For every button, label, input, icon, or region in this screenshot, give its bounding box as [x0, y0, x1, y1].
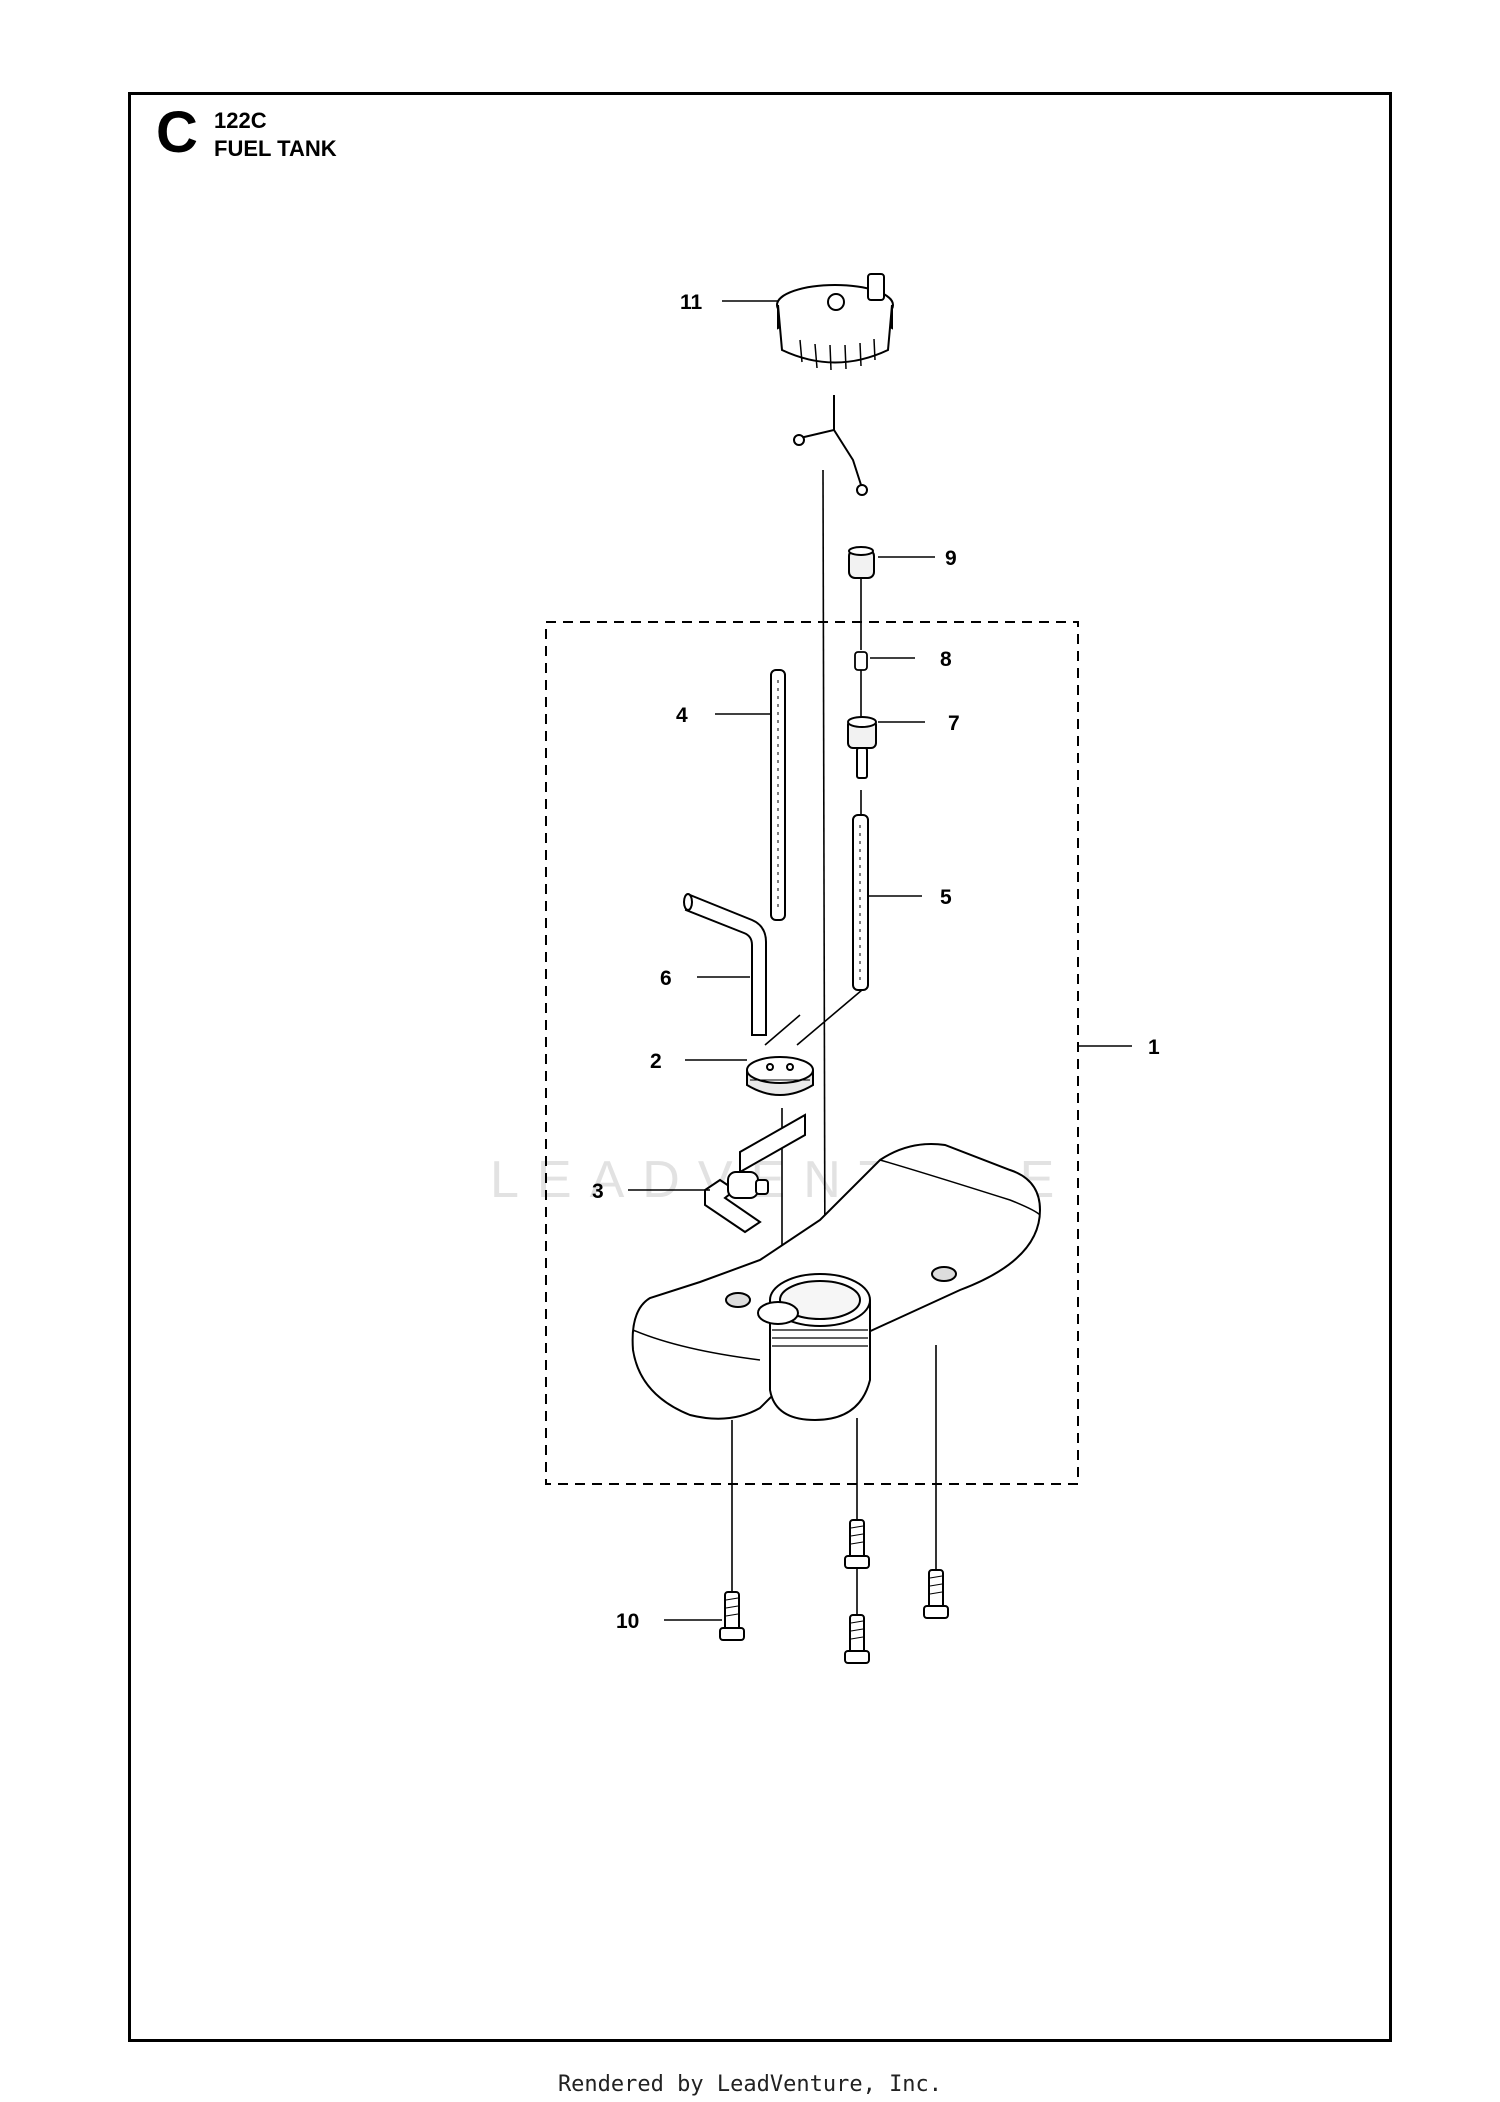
callout-4: 4	[676, 704, 688, 727]
screws-part-10	[719, 1519, 949, 1664]
callout-10: 10	[616, 1610, 639, 1633]
screw-2	[844, 1519, 870, 1569]
diagram-title: FUEL TANK	[214, 136, 337, 161]
callout-1: 1	[1148, 1036, 1160, 1059]
fuel-hose-part-5	[852, 814, 869, 991]
callout-2: 2	[650, 1050, 662, 1073]
callout-9: 9	[945, 547, 957, 570]
grommet-part	[746, 1056, 814, 1096]
fuel-pickup-part	[704, 1113, 806, 1234]
callout-5: 5	[940, 886, 952, 909]
screw-4	[923, 1569, 949, 1619]
callout-7: 7	[948, 712, 960, 735]
section-letter: C	[156, 100, 198, 165]
callout-leaders	[628, 300, 1132, 1621]
diagram-frame	[128, 92, 1392, 2042]
footer-credit: Rendered by LeadVenture, Inc.	[557, 2072, 943, 2097]
fitting-part-8	[854, 651, 868, 671]
fuel-tank-part	[631, 1143, 1042, 1422]
screw-1	[719, 1591, 745, 1641]
fuel-cap-part	[776, 273, 894, 496]
fuel-filter-part	[848, 546, 875, 579]
callout-3: 3	[592, 1180, 604, 1203]
bent-tube-part	[683, 893, 767, 1036]
pickup-weight-part	[847, 716, 877, 779]
callout-8: 8	[940, 648, 952, 671]
screw-3	[844, 1614, 870, 1664]
callout-6: 6	[660, 967, 672, 990]
model-number: 122C	[214, 108, 267, 133]
callout-11: 11	[680, 291, 703, 314]
fuel-hose-part-4	[770, 669, 786, 921]
